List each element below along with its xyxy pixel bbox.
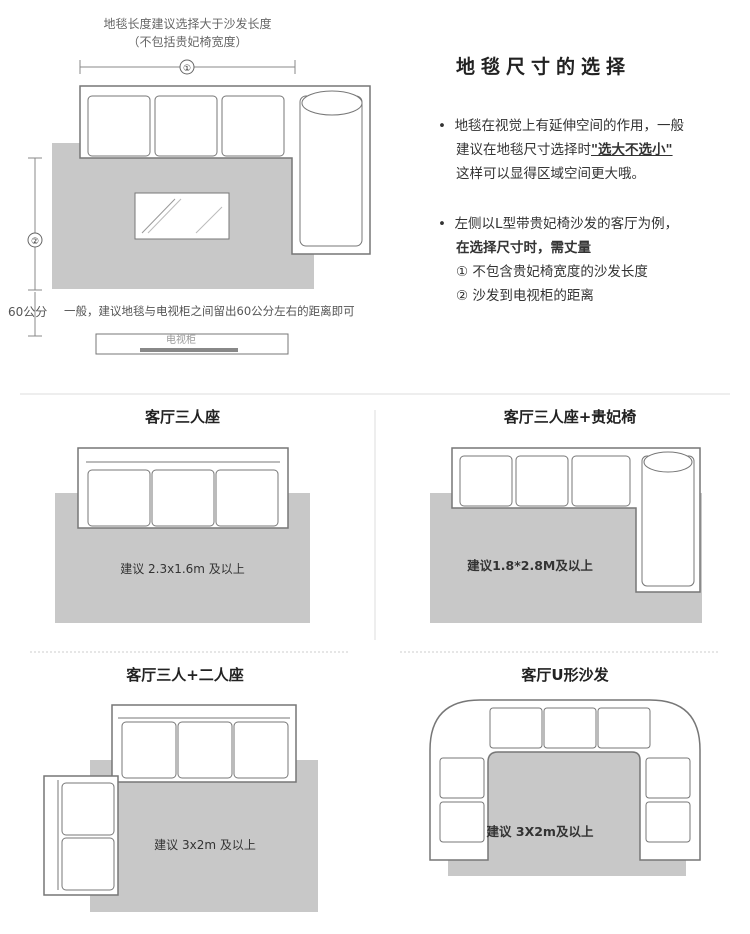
cushion-d4 [439,757,485,799]
cushion-d7 [645,801,691,843]
example-title-chaise-sofa: 客厅三人座+贵妃椅 [503,408,637,426]
cushion-a3 [215,469,279,527]
cushion-c5 [61,837,115,891]
marker-1: ① [183,64,191,74]
distance-60cm-label: 60公分 [8,305,48,319]
sofa-frame-chaise [451,447,701,593]
bullet1-prefix: 建议在地毯尺寸选择时 [456,142,591,158]
example-three-seater [55,447,310,623]
cushion-a1 [87,469,151,527]
cushion-d2 [543,707,597,749]
glass-reflection-1 [141,198,176,234]
tv-screen [140,348,238,352]
cushion-a2 [151,469,215,527]
marker-2: ② [31,237,39,247]
rug-size-three-seater: 建议 2.3x1.6m 及以上 [120,562,245,576]
bullet2-line2: 在选择尺寸时，需丈量 [456,240,591,256]
distance-60cm-note: 一般，建议地毯与电视柜之间留出60公分左右的距离即可 [64,304,355,318]
sofa-length-label: 地毯长度建议选择大于沙发长度 [103,17,272,31]
example-title-three-plus-two: 客厅三人+二人座 [126,666,244,684]
tv-cabinet-label: 电视柜 [166,335,196,346]
cushion-b3 [571,455,631,507]
bullet2-text: 左侧以L型带贵妃椅沙发的客厅为例， [454,216,679,232]
rug-three-plus-two [90,760,318,912]
bullet-dot: • [438,118,446,134]
rug-size-chaise-sofa: 建议1.8*2.8M及以上 [467,558,593,573]
cushion-c4 [61,782,115,836]
cushion-d3 [597,707,651,749]
bullet1-line3: 这样可以显得区域空间更大哦。 [456,166,645,182]
top-l-sofa-diagram: ① ② [27,59,371,355]
l-sofa-frame [79,85,371,255]
cushion-b2 [515,455,569,507]
sofa-cushion-1 [87,95,151,157]
example-chaise-sofa [430,447,702,623]
sofa-cushion-3 [221,95,285,157]
glass-reflection-3 [195,206,223,234]
page-title: 地毯尺寸的选择 [456,56,632,78]
marker-1-circle [179,59,195,75]
cushion-d6 [645,757,691,799]
bullet2-line1: • 左侧以L型带贵妃椅沙发的客厅为例， [438,216,679,232]
sofa-cushion-2 [154,95,218,157]
cushion-c2 [177,721,233,779]
chaise-pillow [301,90,363,116]
chaise-cushion [299,95,363,247]
sofa-length-note: （不包括贵妃椅宽度） [127,35,248,49]
bullet2-item2: ② 沙发到电视柜的距离 [456,288,594,304]
example-three-plus-two [43,704,318,912]
cushion-d1 [489,707,543,749]
bullet1-line2: 建议在地毯尺寸选择时"选大不选小" [456,142,673,158]
glass-reflection-2 [147,198,182,234]
marker-2-circle [27,232,43,248]
chaise-cushion-b [641,455,695,587]
cushion-c1 [121,721,177,779]
example-title-u-sofa: 客厅U形沙发 [521,666,609,684]
bullet1-emphasis: "选大不选小" [591,142,673,158]
bullet1-line1: • 地毯在视觉上有延伸空间的作用，一般 [438,118,685,134]
bullet-dot: • [438,216,446,232]
bullet1-text: 地毯在视觉上有延伸空间的作用，一般 [454,118,685,134]
chaise-pillow-b [643,451,693,473]
cushion-b1 [459,455,513,507]
example-u-sofa [429,699,701,876]
rug-size-three-plus-two: 建议 3x2m 及以上 [154,838,256,852]
rug-size-u-sofa: 建议 3X2m及以上 [486,824,594,839]
example-title-three-seater: 客厅三人座 [144,408,220,426]
cushion-d5 [439,801,485,843]
bullet2-item1: ① 不包含贵妃椅宽度的沙发长度 [456,264,648,280]
cushion-c3 [233,721,289,779]
